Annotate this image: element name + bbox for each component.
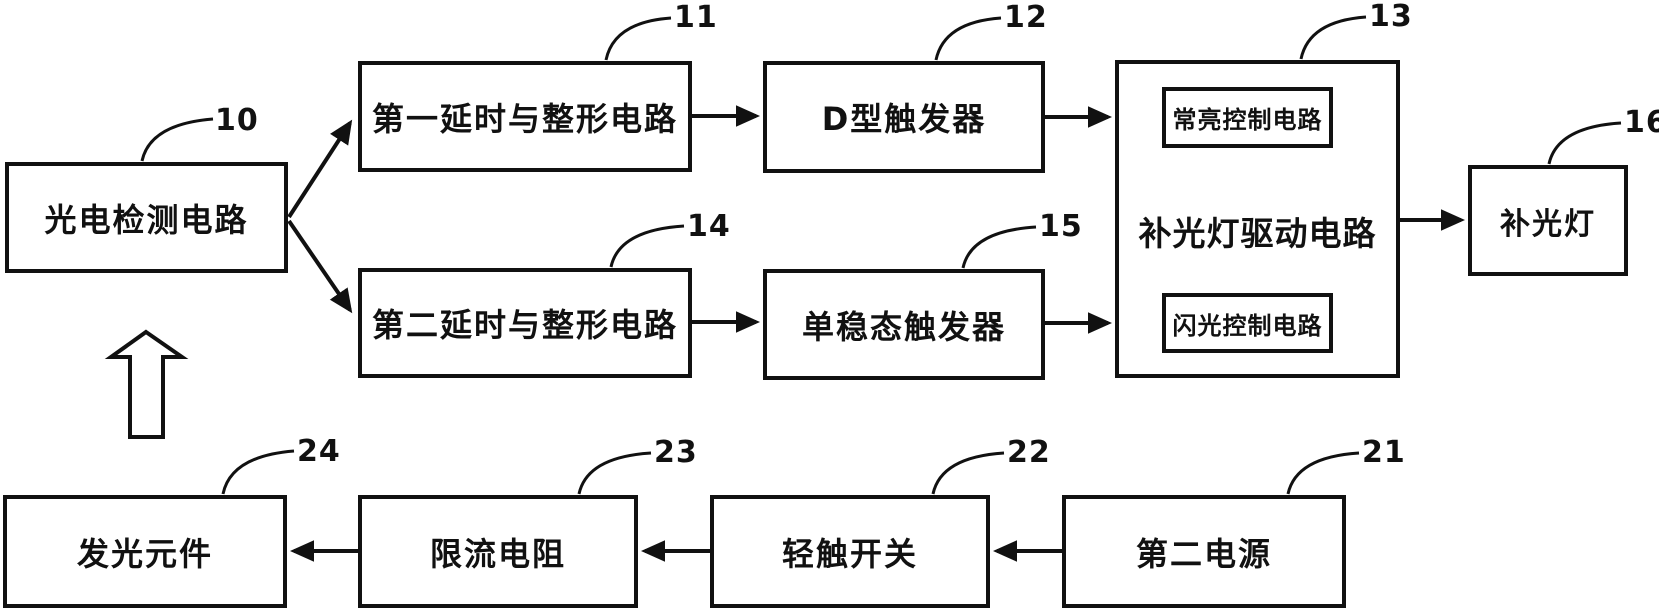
block-flash-control-label: 闪光控制电路 [1173, 306, 1323, 341]
block-steady-light-control-label: 常亮控制电路 [1173, 100, 1323, 135]
leader-ref-11 [606, 18, 671, 60]
ref-numeral-16: 16 [1624, 108, 1659, 138]
leader-ref-14 [611, 226, 684, 267]
block-photoelectric-detection-label: 光电检测电路 [44, 195, 248, 241]
block-current-limit-resistor-label: 限流电阻 [430, 529, 566, 575]
block-light-emitter: 发光元件 [3, 495, 287, 608]
block-photoelectric-detection: 光电检测电路 [5, 162, 288, 273]
ref-numeral-14: 14 [687, 212, 731, 242]
block-light-emitter-label: 发光元件 [77, 529, 213, 575]
arrow-photoelectric-to-delay1 [289, 123, 350, 217]
leader-ref-13 [1301, 17, 1366, 59]
block-filllight-driver-label: 补光灯驱动电路 [1119, 207, 1396, 255]
ref-numeral-15: 15 [1039, 212, 1083, 242]
block-first-delay-shaping: 第一延时与整形电路 [358, 61, 692, 172]
block-tact-switch-label: 轻触开关 [782, 529, 918, 575]
leader-ref-16 [1549, 123, 1621, 164]
arrow-photoelectric-to-delay2 [289, 221, 350, 310]
block-fill-light-label: 补光灯 [1500, 199, 1596, 243]
block-monostable-trigger-label: 单稳态触发器 [802, 302, 1006, 348]
ref-numeral-21: 21 [1362, 438, 1406, 468]
leader-ref-15 [963, 227, 1036, 268]
ref-numeral-23: 23 [654, 438, 698, 468]
block-flash-control: 闪光控制电路 [1162, 293, 1333, 353]
block-second-delay-shaping-label: 第二延时与整形电路 [372, 300, 678, 346]
block-second-delay-shaping: 第二延时与整形电路 [358, 268, 692, 378]
ref-numeral-22: 22 [1007, 438, 1051, 468]
block-d-flipflop-label: D型触发器 [822, 94, 987, 140]
block-fill-light: 补光灯 [1468, 165, 1628, 276]
block-second-power: 第二电源 [1062, 495, 1346, 608]
leader-ref-23 [579, 453, 651, 494]
ref-numeral-13: 13 [1369, 2, 1413, 32]
block-filllight-driver: 常亮控制电路 补光灯驱动电路 闪光控制电路 [1115, 60, 1400, 378]
block-first-delay-shaping-label: 第一延时与整形电路 [372, 94, 678, 140]
block-monostable-trigger: 单稳态触发器 [763, 269, 1045, 380]
block-current-limit-resistor: 限流电阻 [358, 495, 638, 608]
block-steady-light-control: 常亮控制电路 [1162, 87, 1333, 148]
ref-numeral-24: 24 [297, 437, 341, 467]
leader-ref-12 [936, 18, 1001, 60]
ref-numeral-12: 12 [1004, 3, 1048, 33]
leader-ref-10 [142, 119, 213, 161]
block-second-power-label: 第二电源 [1136, 529, 1272, 575]
ref-numeral-10: 10 [215, 106, 259, 136]
leader-ref-22 [933, 453, 1004, 494]
block-d-flipflop: D型触发器 [763, 61, 1045, 173]
hollow-up-arrow [111, 332, 182, 437]
leader-ref-24 [223, 451, 294, 494]
leader-ref-21 [1288, 453, 1359, 494]
ref-numeral-11: 11 [674, 3, 718, 33]
block-tact-switch: 轻触开关 [710, 495, 990, 608]
